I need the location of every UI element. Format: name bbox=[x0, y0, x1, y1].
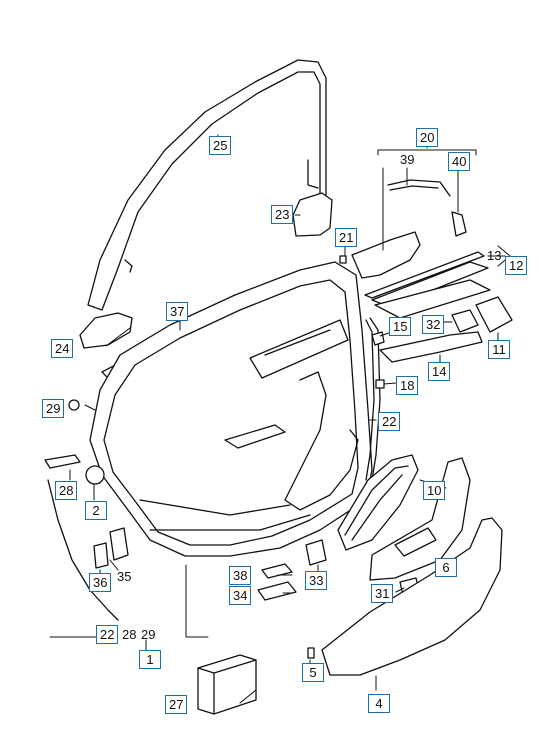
module-box bbox=[197, 654, 257, 715]
stud bbox=[85, 465, 105, 485]
trim-28 bbox=[44, 454, 81, 469]
window-switch bbox=[451, 309, 479, 333]
callout-24: 24 bbox=[51, 339, 74, 358]
armrest-handle bbox=[224, 424, 286, 449]
module-box-top bbox=[197, 659, 257, 715]
callout-35: 35 bbox=[117, 569, 132, 584]
screw bbox=[307, 647, 315, 659]
callout-34: 34 bbox=[229, 586, 252, 605]
frame-clip bbox=[124, 259, 133, 273]
callout-23: 23 bbox=[271, 205, 294, 224]
mirror-trim bbox=[79, 312, 133, 349]
window-frame-corner bbox=[307, 159, 319, 189]
callout-18: 18 bbox=[396, 376, 419, 395]
inner-handle-housing bbox=[351, 231, 421, 279]
callout-39: 39 bbox=[400, 152, 415, 167]
callout-11: 11 bbox=[488, 340, 510, 359]
callout-29-side: 29 bbox=[42, 399, 65, 418]
door-panel-inner-edge bbox=[103, 279, 359, 546]
callout-32: 32 bbox=[422, 315, 445, 334]
insert-36 bbox=[93, 542, 109, 569]
callout-31: 31 bbox=[371, 584, 394, 603]
screw-21 bbox=[339, 255, 347, 264]
callout-15: 15 bbox=[389, 317, 412, 336]
callout-4: 4 bbox=[368, 694, 390, 713]
callout-38: 38 bbox=[229, 566, 252, 585]
insert-35 bbox=[109, 527, 129, 561]
callout-40: 40 bbox=[448, 152, 471, 171]
callout-28-side: 28 bbox=[55, 481, 78, 500]
grommet bbox=[68, 399, 80, 411]
switch-trim-bar bbox=[374, 279, 491, 319]
callout-6: 6 bbox=[435, 558, 457, 577]
clip-38 bbox=[261, 563, 293, 579]
callout-33: 33 bbox=[305, 571, 328, 590]
armrest-contour bbox=[284, 371, 359, 511]
retaining-clip bbox=[305, 539, 327, 566]
seal-strip-right-2 bbox=[365, 319, 375, 481]
callout-20: 20 bbox=[416, 128, 439, 147]
screw-18 bbox=[375, 379, 385, 389]
callout-25: 25 bbox=[209, 136, 232, 155]
callout-5: 5 bbox=[302, 663, 324, 682]
clip-15 bbox=[371, 331, 385, 346]
callout-37: 37 bbox=[166, 302, 189, 321]
callout-29-group: 29 bbox=[141, 627, 156, 642]
callout-36: 36 bbox=[89, 573, 112, 592]
seal-strip-right bbox=[369, 317, 381, 481]
callout-13: 13 bbox=[487, 248, 502, 263]
window-trim-strip-2 bbox=[364, 251, 485, 299]
speaker-grille-mesh bbox=[344, 465, 409, 541]
window-frame-trim bbox=[87, 59, 327, 311]
door-trim-panel bbox=[89, 261, 373, 557]
handle-cable bbox=[387, 179, 451, 197]
seal-strip-left bbox=[47, 479, 119, 621]
callout-27: 27 bbox=[165, 695, 188, 714]
door-insert-upper bbox=[249, 319, 349, 379]
door-insert-rail bbox=[264, 329, 331, 356]
callout-21: 21 bbox=[335, 228, 358, 247]
callout-22-left: 22 bbox=[96, 625, 119, 644]
decor-strip bbox=[379, 331, 483, 363]
callout-1: 1 bbox=[139, 650, 161, 669]
handle-cable-2 bbox=[389, 185, 439, 191]
callout-10: 10 bbox=[423, 481, 446, 500]
clip-34 bbox=[257, 581, 297, 601]
corner-cap bbox=[292, 192, 333, 237]
callout-22-right: 22 bbox=[378, 412, 401, 431]
callout-14: 14 bbox=[428, 362, 451, 381]
lock-knob bbox=[451, 211, 467, 237]
storage-lines bbox=[149, 514, 311, 531]
callout-28-group: 28 bbox=[122, 627, 137, 642]
callout-2: 2 bbox=[85, 501, 107, 520]
handle-recess bbox=[394, 527, 437, 557]
callout-12: 12 bbox=[505, 256, 528, 275]
pocket-line bbox=[139, 499, 291, 516]
switch-cover bbox=[475, 296, 513, 333]
